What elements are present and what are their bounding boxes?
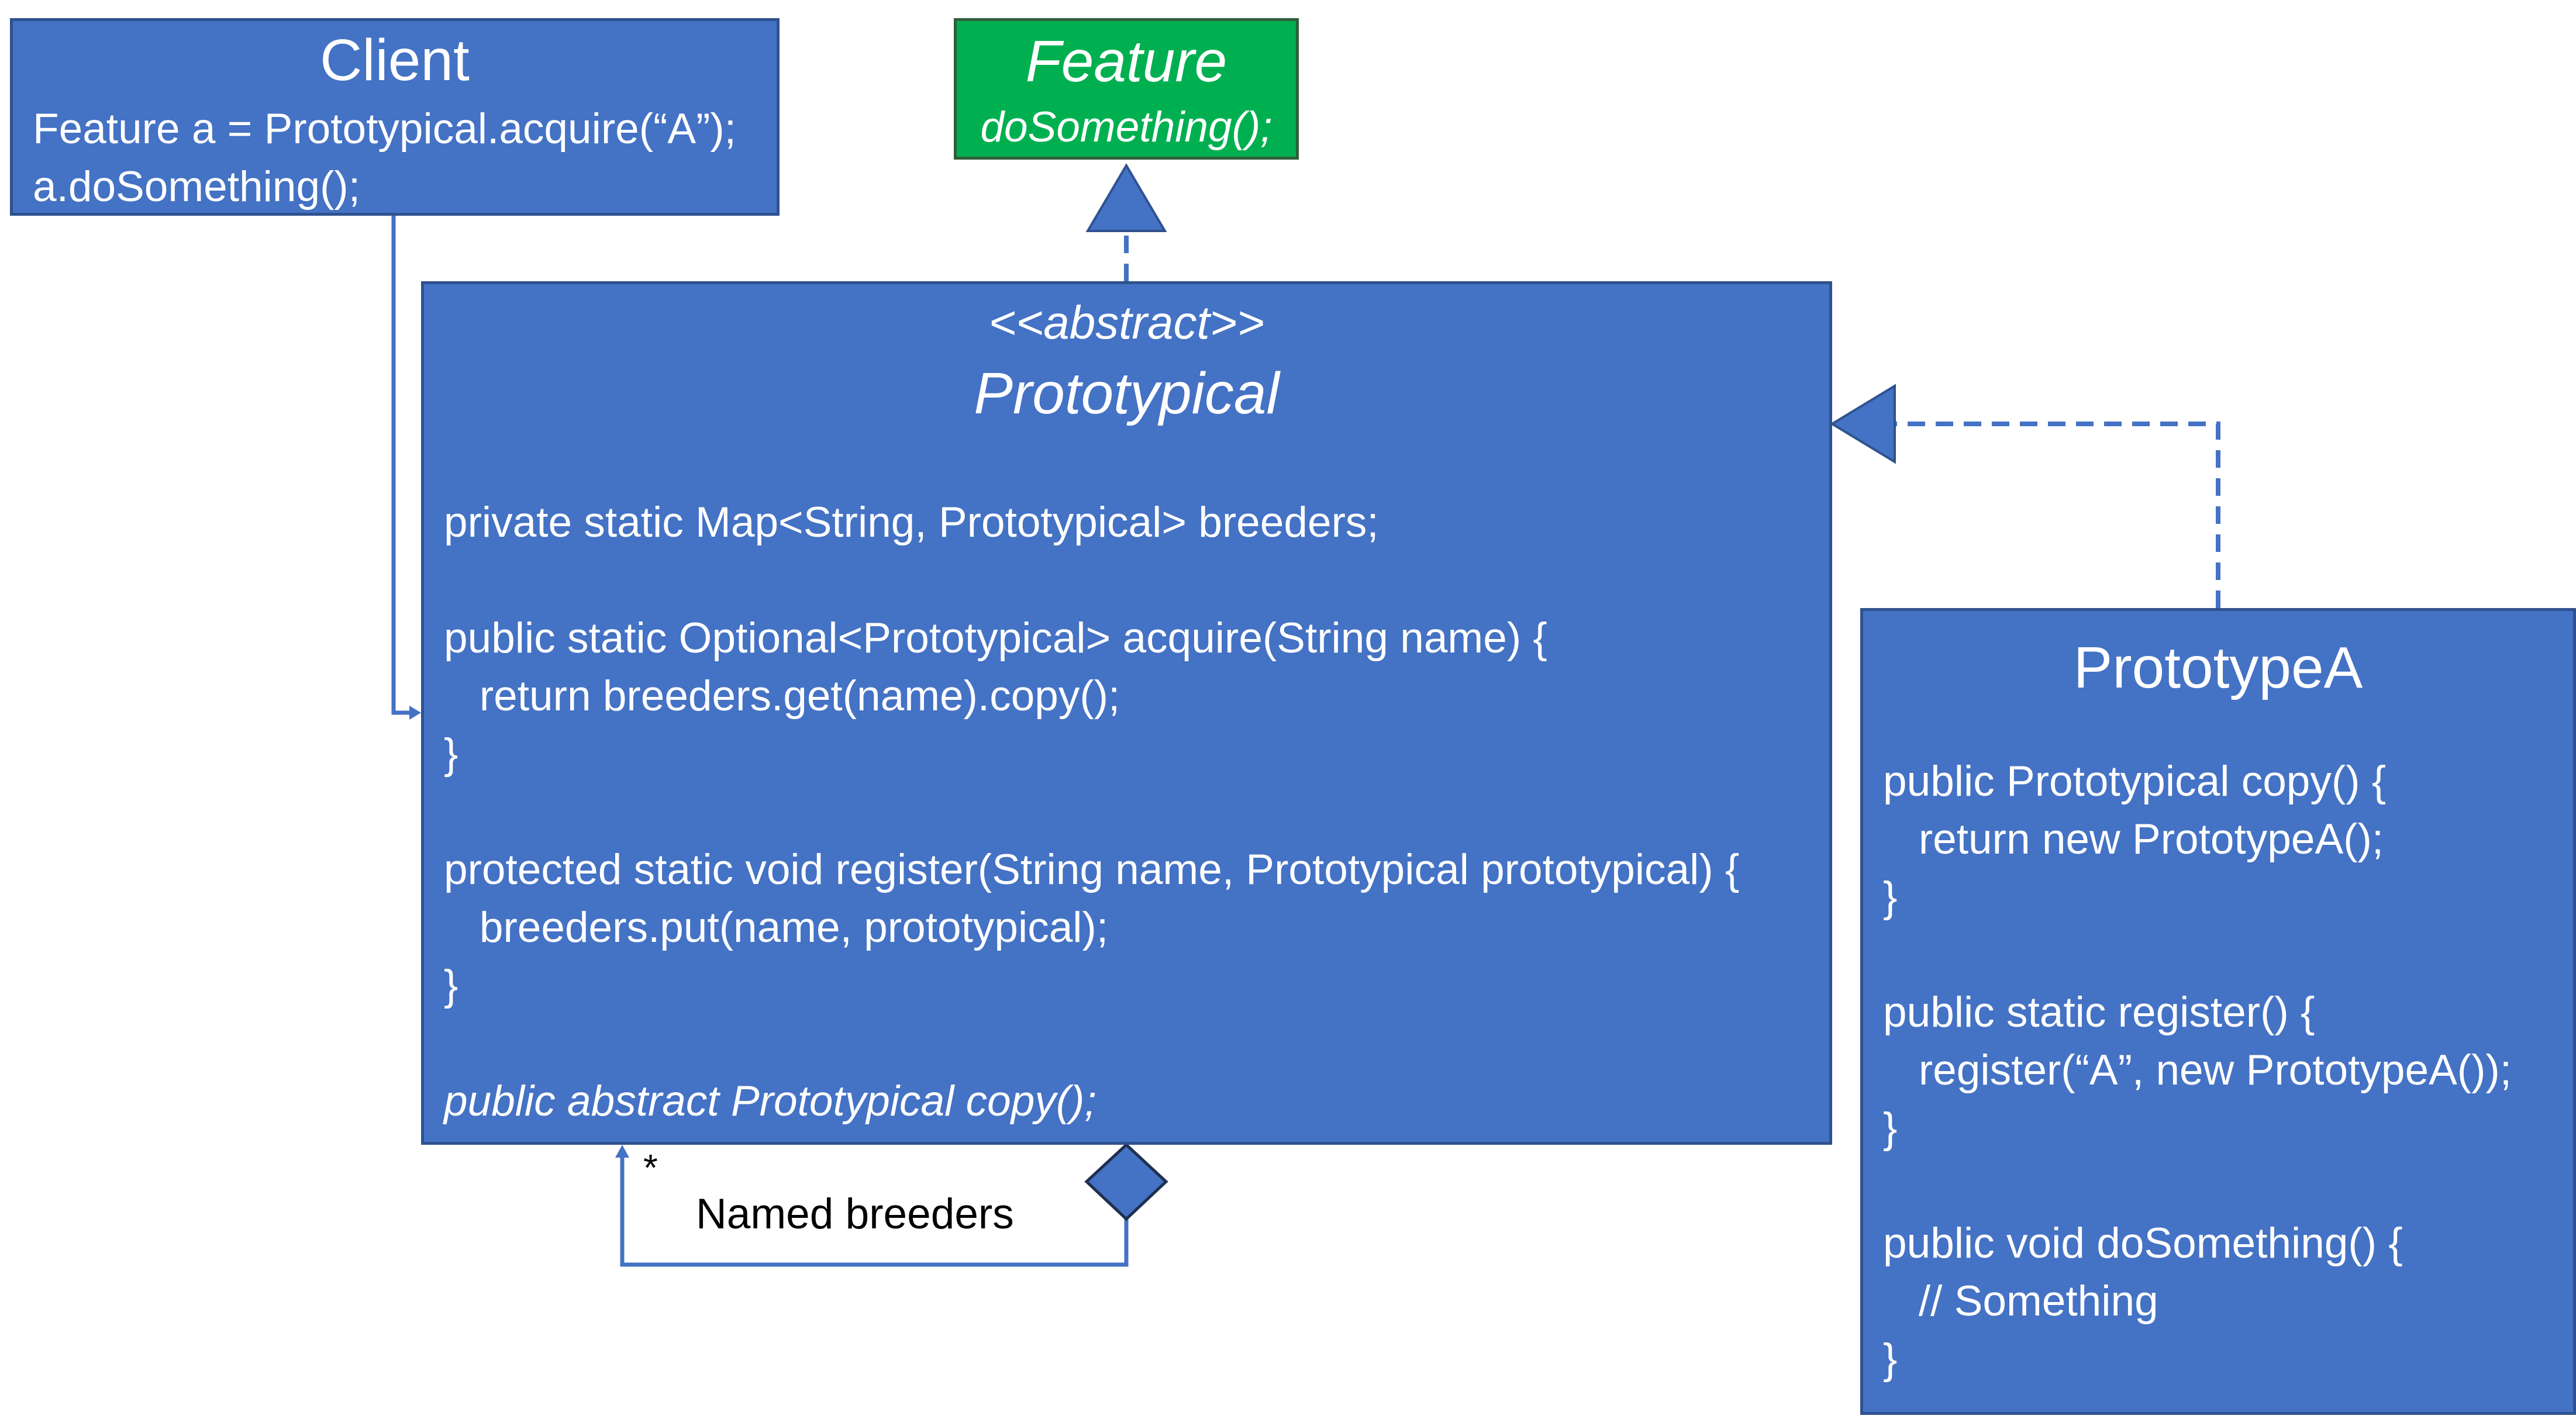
- prototypical-code-line: }: [444, 962, 458, 1009]
- client-code-line: Feature a = Prototypical.acquire(“A”);: [33, 105, 736, 153]
- client-dependency-line: [391, 216, 413, 715]
- prototypeA-code-line: // Something: [1883, 1277, 2158, 1325]
- client-class-title: Client: [320, 27, 470, 93]
- prototypical-code-line: breeders.put(name, prototypical);: [444, 904, 1109, 951]
- feature-interface-method: doSomething();: [980, 103, 1273, 151]
- prototypical-code-line: }: [444, 730, 458, 778]
- prototypical-class-title: Prototypical: [974, 361, 1280, 426]
- feature-interface-box: Feature doSomething();: [954, 18, 1299, 160]
- feature-interface-title: Feature: [1025, 29, 1227, 94]
- prototypeA-class-box: PrototypeA public Prototypical copy() { …: [1860, 608, 2576, 1415]
- prototypeA-code-line: return new PrototypeA();: [1883, 816, 2384, 863]
- prototypical-abstract-method: public abstract Prototypical copy();: [444, 1078, 1096, 1125]
- named-breeders-label: Named breeders: [696, 1190, 1014, 1238]
- prototypeA-code-line: }: [1883, 873, 1898, 921]
- client-code-line: a.doSomething();: [33, 163, 360, 210]
- prototypical-code-line: protected static void register(String na…: [444, 846, 1740, 893]
- prototypeA-code-line: }: [1883, 1335, 1898, 1383]
- prototypeA-code-line: public void doSomething() {: [1883, 1220, 2403, 1267]
- client-dependency-arrowhead: [409, 706, 421, 720]
- prototypeA-class-title: PrototypeA: [2073, 635, 2363, 700]
- prototypical-class-box: <<abstract>> Prototypical private static…: [421, 281, 1832, 1145]
- named-breeders-arrowhead: [615, 1145, 629, 1158]
- feature-realization-triangle: [1085, 163, 1167, 232]
- prototypeA-code-line: public Prototypical copy() {: [1883, 758, 2387, 805]
- prototypeA-code-line: public static register() {: [1883, 989, 2315, 1036]
- aggregation-diamond: [1084, 1142, 1168, 1221]
- prototypeA-code-line: register(“A”, new PrototypeA());: [1883, 1047, 2512, 1094]
- prototypical-code-line: private static Map<String, Prototypical>…: [444, 499, 1379, 546]
- prototypical-code-line: public static Optional<Prototypical> acq…: [444, 614, 1547, 662]
- prototypical-code-line: return breeders.get(name).copy();: [444, 672, 1120, 720]
- named-breeders-line: [620, 1156, 1129, 1267]
- prototypeA-code-line: }: [1883, 1104, 1898, 1152]
- client-class-box: Client Feature a = Prototypical.acquire(…: [10, 18, 780, 216]
- prototypical-stereotype: <<abstract>>: [988, 296, 1265, 348]
- named-breeders-multiplicity: *: [643, 1147, 658, 1189]
- prototypeA-generalization-triangle: [1830, 384, 1896, 464]
- prototypeA-generalization-line: [1895, 422, 2220, 608]
